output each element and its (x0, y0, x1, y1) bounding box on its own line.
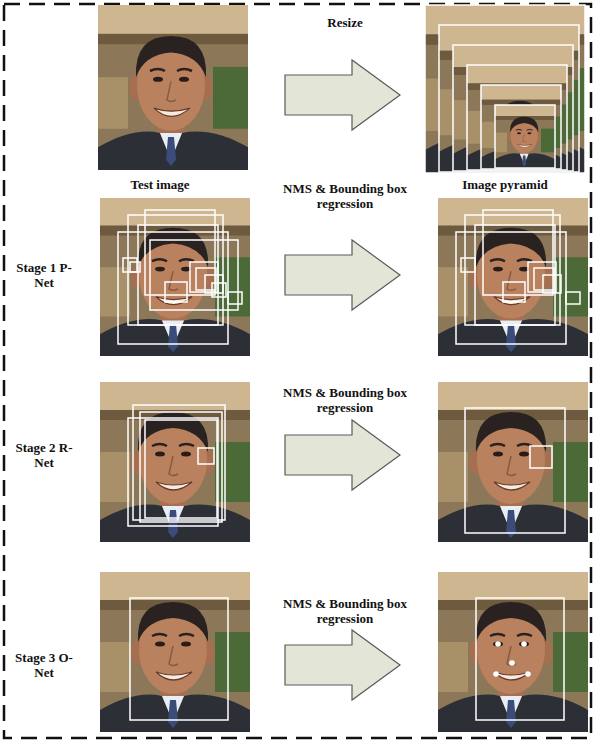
arrow-label: NMS & Bounding box regression (265, 596, 425, 626)
arrow-label: NMS & Bounding box regression (265, 181, 425, 211)
r-net-input (100, 382, 250, 542)
o-net-output (438, 572, 588, 732)
r-net-output (438, 382, 588, 542)
stage-label: Stage 1 P-Net (14, 260, 74, 290)
block-arrow (285, 420, 400, 490)
stage-label: Stage 3 O-Net (14, 650, 74, 680)
image-pyramid (425, 5, 585, 173)
stage-label: Stage 2 R-Net (14, 440, 74, 470)
block-arrow (285, 60, 400, 130)
block-arrow (285, 630, 400, 700)
arrow-label: NMS & Bounding box regression (265, 385, 425, 415)
block-arrow (285, 240, 400, 310)
face-box (130, 598, 228, 720)
candidate-boxes (128, 405, 225, 526)
candidate-boxes (118, 210, 242, 344)
candidate-boxes (465, 408, 565, 533)
dashed-frame (4, 4, 591, 738)
p-net-output (438, 198, 588, 356)
arrow-label: Resize (327, 15, 362, 30)
image-caption: Image pyramid (462, 177, 548, 192)
face-box (476, 598, 564, 720)
image-caption: Test image (130, 177, 189, 192)
o-net-input (100, 572, 250, 732)
p-net-input (100, 198, 250, 356)
candidate-boxes (456, 210, 580, 344)
test-image (98, 5, 248, 170)
landmark-dots (493, 641, 531, 677)
